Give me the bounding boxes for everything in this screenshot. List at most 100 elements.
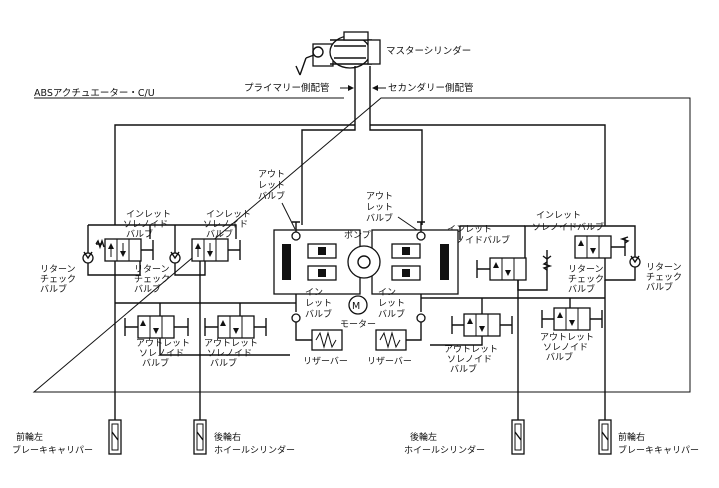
- svg-text:バルブ: バルブ: [210, 357, 237, 369]
- right-inlet-valve-label: イン レット バルブ: [378, 288, 405, 320]
- left-outlet-solenoid-label-2: アウトレット ソレノイド バルブ: [204, 338, 258, 369]
- front-right-caliper: [598, 419, 612, 455]
- svg-text:アウトレット: アウトレット: [444, 344, 498, 355]
- right-reservoir: [375, 322, 422, 351]
- svg-text:リターン: リターン: [40, 264, 76, 275]
- svg-text:バルブ: バルブ: [206, 228, 233, 240]
- left-outlet-solenoid-valve-1: [124, 315, 189, 339]
- svg-text:後輪右: 後輪右: [214, 431, 241, 443]
- svg-text:バルブ: バルブ: [378, 308, 405, 320]
- right-outlet-solenoid-label-2: アウトレット ソレノイド バルブ: [540, 332, 594, 363]
- svg-text:バルブ: バルブ: [40, 283, 67, 295]
- svg-text:アウトレット: アウトレット: [136, 338, 190, 349]
- svg-text:ブレーキキャリパー: ブレーキキャリパー: [12, 444, 93, 456]
- left-inlet-valve-label: イン レット バルブ: [305, 288, 332, 320]
- svg-text:アウトレット: アウトレット: [204, 338, 258, 349]
- svg-text:前輪左: 前輪左: [16, 431, 43, 443]
- svg-text:バルブ: バルブ: [450, 363, 477, 375]
- right-inlet-solenoid-valve-2: [476, 257, 527, 281]
- right-return-check-label-1: リターン チェック バルブ: [568, 264, 604, 295]
- abs-actuator-label: ABSアクチュエーター・C/U: [34, 88, 155, 99]
- svg-text:前輪右: 前輪右: [618, 431, 645, 443]
- svg-text:リターン: リターン: [134, 264, 170, 275]
- svg-text:ソレノイドバルブ: ソレノイドバルブ: [532, 221, 604, 233]
- left-inlet-solenoid-valve-1: [95, 238, 154, 262]
- front-left-label: 前輪左 ブレーキキャリパー: [12, 431, 93, 456]
- svg-text:リターン: リターン: [568, 264, 604, 275]
- svg-text:バルブ: バルブ: [568, 283, 595, 295]
- svg-text:レット: レット: [305, 299, 332, 309]
- svg-text:イン: イン: [305, 288, 323, 298]
- left-outlet-solenoid-label-1: アウトレット ソレノイド バルブ: [136, 338, 190, 369]
- svg-text:ソレノイド: ソレノイド: [123, 220, 168, 230]
- left-inlet-solenoid-valve-2: [191, 238, 241, 262]
- left-return-check-label-1: リターン チェック バルブ: [40, 264, 76, 295]
- svg-text:ホイールシリンダー: ホイールシリンダー: [404, 444, 485, 456]
- svg-text:インレット: インレット: [206, 210, 251, 220]
- left-outlet-valve-label: アウト レット バルブ: [258, 169, 285, 202]
- secondary-line-label: セカンダリー側配管: [388, 82, 474, 94]
- svg-text:ブレーキキャリパー: ブレーキキャリパー: [618, 444, 699, 456]
- svg-text:バルブ: バルブ: [366, 212, 393, 224]
- svg-text:アウト: アウト: [258, 169, 285, 180]
- svg-text:ソレノイド: ソレノイド: [203, 220, 248, 230]
- left-inlet-solenoid-label-2: インレット ソレノイド バルブ: [203, 210, 251, 240]
- svg-text:バルブ: バルブ: [546, 351, 573, 363]
- left-return-check-label-2: リターン チェック バルブ: [134, 264, 170, 295]
- svg-text:アウトレット: アウトレット: [540, 332, 594, 343]
- svg-text:バルブ: バルブ: [126, 228, 153, 240]
- rear-left-wheel-cylinder: [511, 419, 525, 455]
- front-right-label: 前輪右 ブレーキキャリパー: [618, 431, 699, 456]
- svg-text:インレット: インレット: [126, 210, 171, 220]
- svg-text:ソレノイド: ソレノイド: [207, 349, 252, 359]
- right-outlet-valve: [416, 221, 426, 241]
- right-outlet-valve-label: アウト レット バルブ: [366, 191, 393, 224]
- svg-text:インレット: インレット: [447, 225, 492, 235]
- right-outlet-solenoid-label-1: アウトレット ソレノイド バルブ: [444, 344, 498, 375]
- svg-text:リターン: リターン: [646, 262, 682, 273]
- right-inlet-solenoid-label: インレット: [536, 211, 581, 221]
- right-outlet-solenoid-valve-1: [451, 313, 513, 337]
- right-inlet-valve: [416, 294, 430, 323]
- svg-text:ソレノイド: ソレノイド: [447, 355, 492, 365]
- pump-block: [273, 229, 459, 295]
- left-inlet-solenoid-label-1: インレット ソレノイド バルブ: [123, 210, 171, 240]
- primary-line-label: プライマリー側配管: [244, 82, 330, 94]
- right-outlet-solenoid-valve-2: [541, 307, 603, 331]
- svg-text:チェック: チェック: [40, 274, 76, 285]
- master-cylinder: [295, 31, 381, 76]
- rear-right-label: 後輪右 ホイールシリンダー: [214, 431, 295, 456]
- svg-text:レット: レット: [366, 203, 393, 213]
- master-cylinder-label: マスターシリンダー: [386, 45, 471, 57]
- svg-text:後輪左: 後輪左: [410, 431, 437, 443]
- left-outlet-solenoid-valve-2: [204, 315, 267, 339]
- left-outlet-valve: [291, 221, 301, 241]
- svg-text:レット: レット: [378, 299, 405, 309]
- svg-text:M: M: [352, 301, 360, 312]
- svg-text:バルブ: バルブ: [305, 308, 332, 320]
- right-reservoir-label: リザーバー: [367, 356, 412, 367]
- svg-text:バルブ: バルブ: [258, 190, 285, 202]
- svg-text:ソレノイド: ソレノイド: [139, 349, 184, 359]
- svg-text:ソレノイド: ソレノイド: [543, 343, 588, 353]
- svg-text:ホイールシリンダー: ホイールシリンダー: [214, 444, 295, 456]
- pump-label: ポンプ: [344, 230, 371, 241]
- svg-text:バルブ: バルブ: [134, 283, 161, 295]
- svg-text:チェック: チェック: [134, 274, 170, 285]
- motor: M: [348, 295, 368, 315]
- right-inlet-solenoid-valve-1: [574, 235, 630, 259]
- svg-text:レット: レット: [258, 181, 285, 191]
- rear-right-wheel-cylinder: [193, 419, 207, 455]
- svg-text:アウト: アウト: [366, 191, 393, 202]
- svg-text:チェック: チェック: [646, 272, 682, 283]
- right-return-check-label-2: リターン チェック バルブ: [646, 262, 682, 293]
- motor-label: モーター: [340, 319, 376, 330]
- abs-actuator-frame: [32, 97, 691, 393]
- svg-text:バルブ: バルブ: [646, 281, 673, 293]
- front-left-caliper: [108, 419, 122, 455]
- left-inlet-valve: [290, 294, 301, 323]
- rear-left-label: 後輪左 ホイールシリンダー: [404, 431, 485, 456]
- svg-text:チェック: チェック: [568, 274, 604, 285]
- left-reservoir-label: リザーバー: [303, 356, 348, 367]
